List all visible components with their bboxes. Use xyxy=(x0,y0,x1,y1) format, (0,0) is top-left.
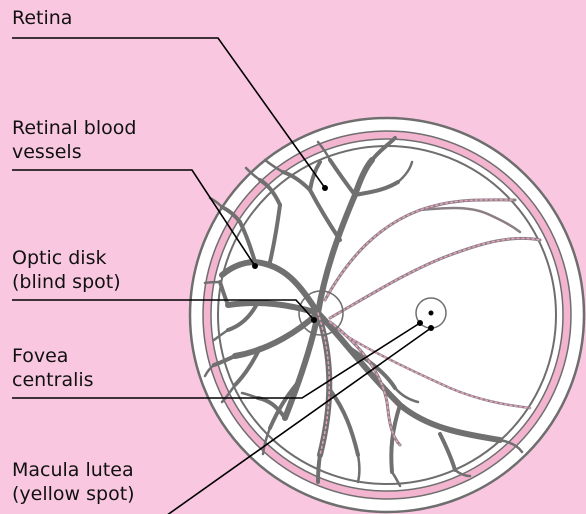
label-fovea-centralis: Fovea centralis xyxy=(12,344,94,392)
label-fovea-line1: Fovea xyxy=(12,344,94,368)
optic-disk-endpoint xyxy=(311,317,317,323)
label-fovea-line2: centralis xyxy=(12,368,94,392)
label-macula-line2: (yellow spot) xyxy=(12,482,135,506)
label-optic-disk: Optic disk (blind spot) xyxy=(12,246,121,294)
vessels-endpoint xyxy=(252,263,258,269)
label-retinal-blood-vessels: Retinal blood vessels xyxy=(12,116,136,164)
fovea-endpoint xyxy=(417,320,423,326)
label-macula-line1: Macula lutea xyxy=(12,458,135,482)
macula-endpoint xyxy=(428,325,434,331)
label-vessels-line1: Retinal blood xyxy=(12,116,136,140)
retina-endpoint xyxy=(322,185,328,191)
label-macula-lutea: Macula lutea (yellow spot) xyxy=(12,458,135,506)
label-retina: Retina xyxy=(12,6,72,30)
label-vessels-line2: vessels xyxy=(12,140,136,164)
label-optic-disk-line1: Optic disk xyxy=(12,246,121,270)
fovea-centralis xyxy=(429,311,434,316)
label-retina-line1: Retina xyxy=(12,6,72,30)
label-optic-disk-line2: (blind spot) xyxy=(12,270,121,294)
